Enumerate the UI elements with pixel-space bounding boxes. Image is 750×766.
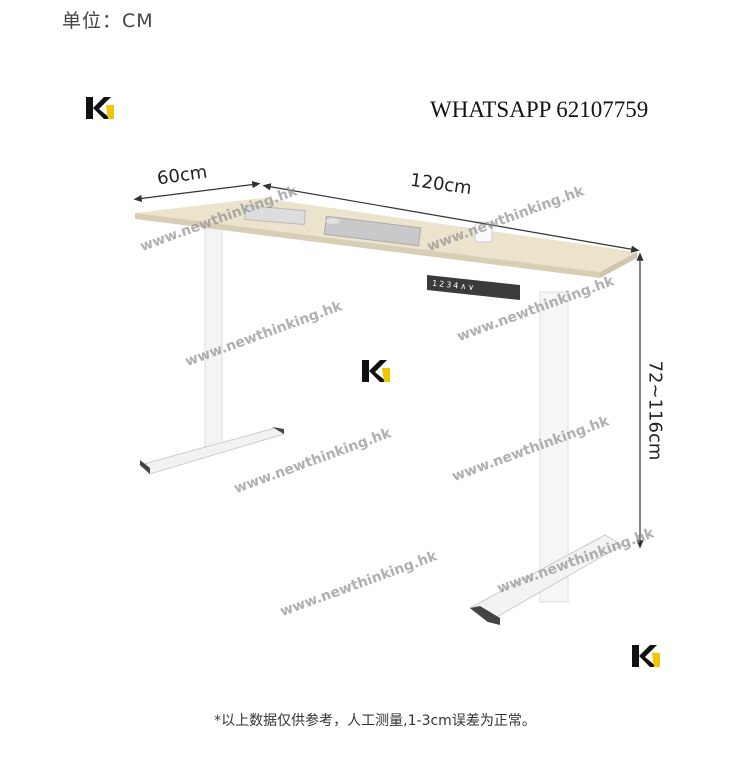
right-leg (469, 291, 623, 625)
depth-dimension-line (133, 181, 261, 202)
k-logo-icon (86, 97, 114, 119)
control-panel (427, 275, 520, 300)
width-dimension-line (262, 183, 640, 253)
left-leg (138, 227, 286, 475)
footer-note: *以上数据仅供参考，人工测量,1-3cm误差为正常。 (214, 713, 536, 729)
height-label: 72~116cm (644, 360, 666, 461)
k-logo-icon (632, 645, 660, 667)
unit-label: 单位：CM (62, 10, 154, 32)
whatsapp-contact: WHATSAPP 62107759 (430, 97, 649, 122)
k-logo-icon (362, 360, 390, 382)
